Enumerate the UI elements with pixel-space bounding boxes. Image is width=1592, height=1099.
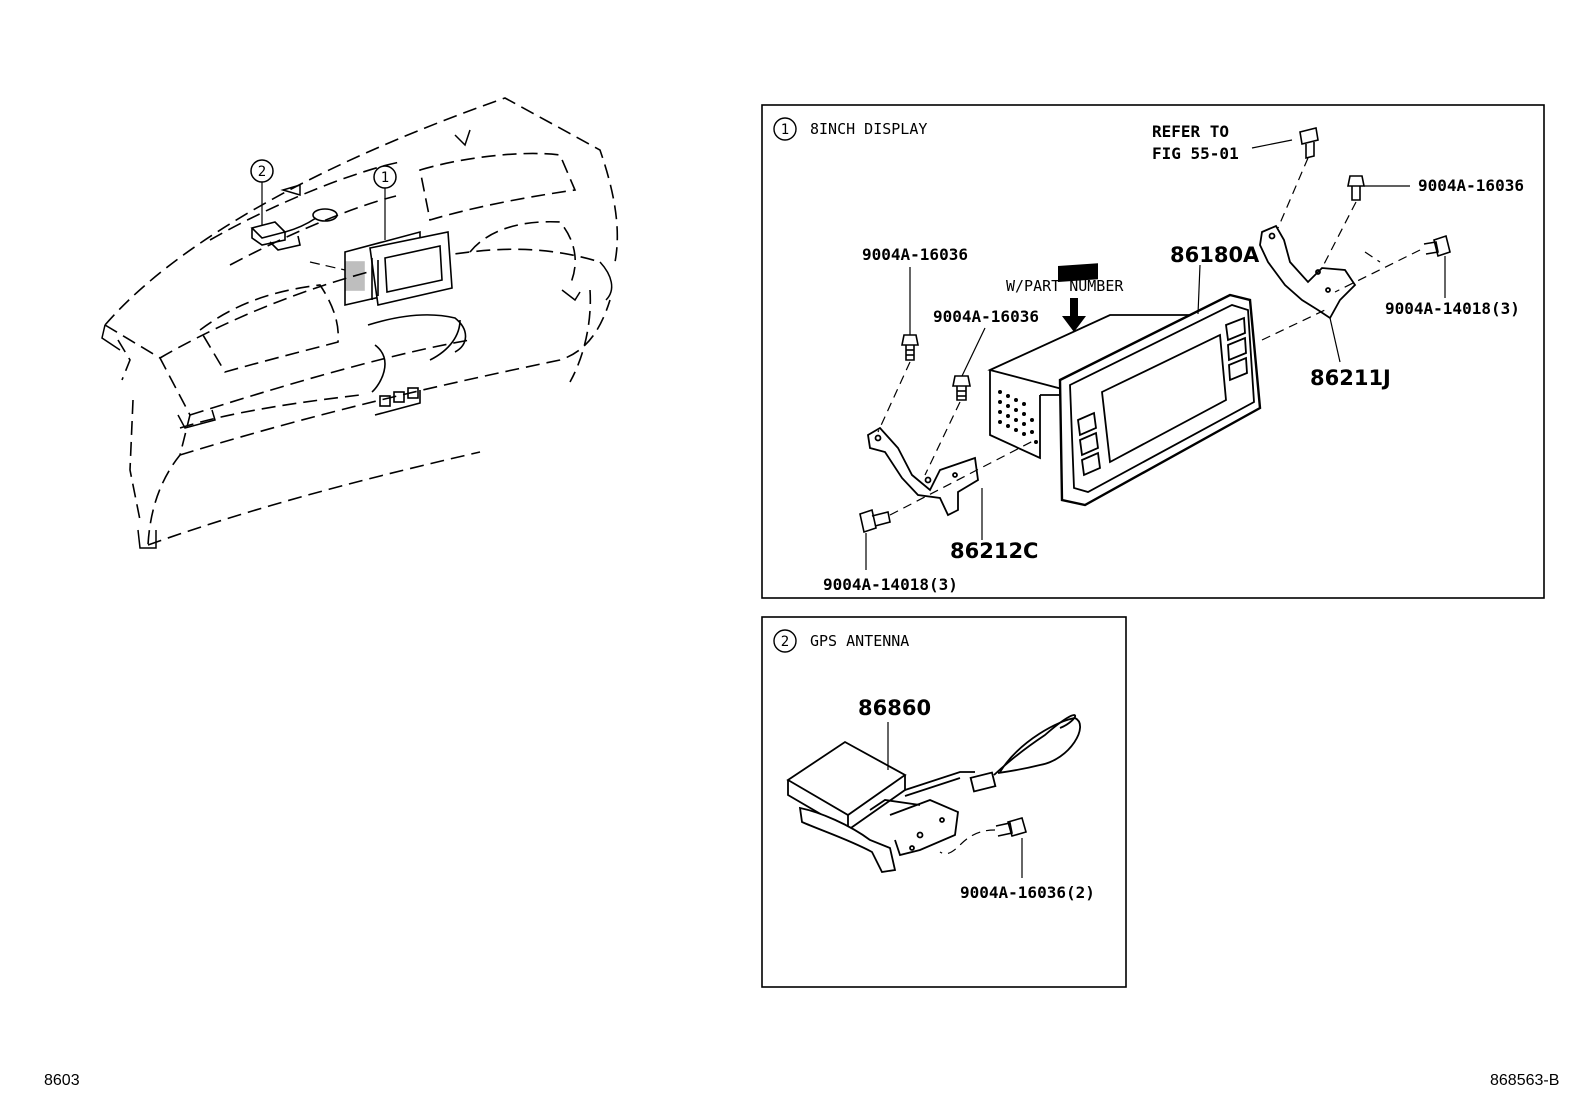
svg-text:FIG 55-01: FIG 55-01 (1152, 144, 1239, 163)
label-part-86180A: 86180A (1170, 243, 1260, 267)
label-part-86212C: 86212C (950, 539, 1038, 563)
label-screw-right-mid: 9004A-14018(3) (1385, 299, 1520, 318)
screw-left-top (901, 334, 919, 361)
gps-screw-drawing (995, 817, 1027, 837)
dashboard-overview-illustration (104, 97, 619, 546)
panel-2-header: 2 GPS ANTENNA (773, 629, 909, 653)
svg-text:GPS ANTENNA: GPS ANTENNA (810, 632, 909, 650)
overview-display-unit (344, 230, 453, 307)
assembly-dash-lines-panel1 (877, 157, 1421, 516)
label-screw-left-mid: 9004A-16036 (933, 307, 1039, 326)
part-number-note: W/PART NUMBER (1006, 277, 1124, 295)
label-screw-left-bottom: 9004A-14018(3) (823, 575, 958, 594)
label-part-86211J: 86211J (1310, 366, 1391, 390)
screw-left-mid (952, 375, 971, 401)
assembly-dash-lines-panel2 (939, 829, 996, 855)
screw-right-top (1347, 175, 1365, 201)
display-unit-86180A-drawing (987, 263, 1262, 507)
overview-solid-details (101, 129, 613, 549)
svg-text:2: 2 (258, 164, 266, 180)
footer-right-code: 868563-B (1490, 1072, 1560, 1089)
panel-gps-antenna-frame (761, 616, 1127, 988)
screw-left-bottom (859, 508, 891, 534)
panel-1-header: 1 8INCH DISPLAY (773, 117, 927, 141)
panel-8inch-display-frame (761, 104, 1545, 599)
gps-antenna-86860-drawing (786, 714, 1081, 873)
label-screw-left-top: 9004A-16036 (862, 245, 968, 264)
screw-refer (1299, 127, 1319, 160)
overview-center-console (367, 314, 467, 416)
svg-text:2: 2 (781, 634, 789, 650)
svg-text:REFER TO: REFER TO (1152, 122, 1229, 141)
footer-left-code: 8603 (44, 1072, 80, 1089)
bracket-86212C-drawing (867, 426, 979, 517)
leader-lines-panel2 (887, 722, 1023, 878)
label-screw-right-top: 9004A-16036 (1418, 176, 1524, 195)
label-part-86860: 86860 (858, 696, 931, 720)
label-gps-screw: 9004A-16036(2) (960, 883, 1095, 902)
svg-text:8INCH DISPLAY: 8INCH DISPLAY (810, 120, 927, 138)
svg-text:1: 1 (781, 122, 789, 138)
part-number-arrow (1062, 298, 1086, 332)
overview-callout-1: 1 (373, 165, 397, 240)
overview-gps-antenna (250, 208, 338, 251)
overview-callout-2: 2 (250, 159, 274, 226)
refer-to-note: REFER TO FIG 55-01 (1152, 122, 1293, 163)
bracket-86211J-drawing (1259, 224, 1357, 320)
leader-lines-panel1 (865, 185, 1446, 570)
svg-text:1: 1 (381, 170, 389, 186)
screw-right-mid (1423, 234, 1451, 258)
